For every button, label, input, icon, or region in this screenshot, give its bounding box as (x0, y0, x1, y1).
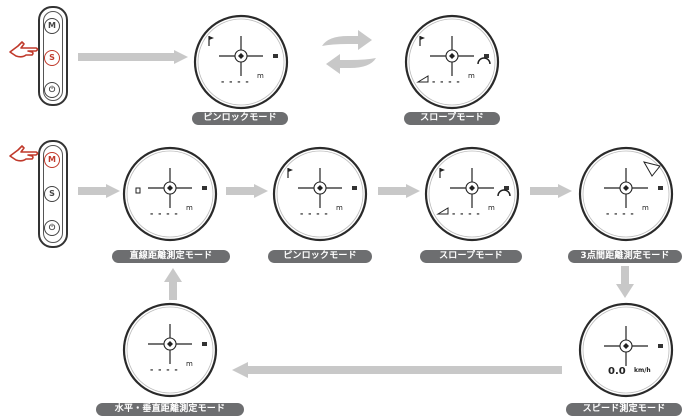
pointing-hand-icon (9, 41, 39, 58)
unit-m-text: m (186, 204, 193, 212)
scope-line-distance: - - - -m (122, 146, 218, 242)
three-point-icon (642, 161, 661, 177)
distance-dashes-text: - - - - (300, 209, 329, 218)
label-speed: スピード測定モード (566, 403, 682, 416)
slope-icon (416, 75, 429, 83)
speed-unit-text: km/h (634, 367, 651, 374)
flag-icon (419, 36, 425, 46)
pointing-hand-icon (9, 145, 39, 162)
battery-icon (658, 186, 663, 190)
distance-dashes-text: - - - - (150, 209, 179, 218)
unit-m-text: m (336, 204, 343, 212)
s-button[interactable]: S (44, 186, 60, 202)
distance-dashes-text: - - - - (221, 77, 250, 86)
m-button[interactable]: M (44, 18, 60, 34)
scope-horizontal-vertical: - - - -m (122, 302, 218, 398)
power-button[interactable]: ⏻ (44, 82, 60, 98)
crosshair-icon (430, 36, 474, 76)
distance-dashes-text: - - - - (606, 209, 635, 218)
unit-m-text: m (488, 204, 495, 212)
crosshair-icon (450, 168, 494, 208)
label-slope-top: スロープモード (404, 112, 500, 125)
flow-arrow-right (530, 184, 572, 198)
speed-value-text: 0.0 (608, 366, 626, 377)
scope-slope-top: - - - -m (404, 14, 500, 110)
label-three-point: 3点間距離測定モード (568, 250, 682, 263)
battery-icon (202, 342, 207, 346)
label-slope: スロープモード (420, 250, 522, 263)
scope-speed: 0.0 km/h (578, 302, 674, 398)
flow-arrow-right (226, 184, 268, 198)
label-horizontal-vertical: 水平・垂直距離測定モード (96, 403, 244, 416)
rangefinder-device-top: M S ⏻ (38, 6, 68, 106)
battery-icon (504, 186, 509, 190)
crosshair-icon (148, 324, 192, 364)
m-button[interactable]: M (44, 152, 60, 168)
crosshair-icon (604, 168, 648, 208)
incline-gauge-icon (477, 57, 491, 65)
flag-icon (439, 168, 445, 178)
battery-icon (658, 344, 663, 348)
flag-icon (287, 168, 293, 178)
toggle-arrows-icon (322, 30, 376, 74)
line-mode-icon (135, 187, 141, 194)
label-pin-lock-top: ピンロックモード (192, 112, 288, 125)
device-inner-frame (43, 11, 63, 101)
unit-m-text: m (257, 72, 264, 80)
unit-m-text: m (468, 72, 475, 80)
flow-arrow-up (164, 268, 182, 300)
scope-three-point: - - - -m (578, 146, 674, 242)
distance-dashes-text: - - - - (452, 209, 481, 218)
flow-arrow-right (78, 184, 120, 198)
battery-icon (273, 54, 278, 58)
label-pin-lock: ピンロックモード (268, 250, 372, 263)
flow-arrow-right (378, 184, 420, 198)
slope-icon (436, 207, 449, 215)
scope-pin-lock: - - - -m (272, 146, 368, 242)
device-inner-frame (43, 145, 63, 243)
crosshair-icon (219, 36, 263, 76)
flow-arrow-right (78, 50, 188, 64)
label-line-distance: 直線距離測定モード (112, 250, 230, 263)
crosshair-icon (604, 326, 648, 366)
battery-icon (352, 186, 357, 190)
scope-slope: - - - -m (424, 146, 520, 242)
distance-dashes-text: - - - - (432, 77, 461, 86)
scope-pin-lock-top: - - - -m (193, 14, 289, 110)
battery-icon (202, 186, 207, 190)
battery-icon (484, 54, 489, 58)
distance-dashes-text: - - - - (150, 365, 179, 374)
flow-arrow-left (232, 362, 562, 378)
unit-m-text: m (186, 360, 193, 368)
flow-arrow-down (616, 266, 634, 298)
incline-gauge-icon (497, 189, 511, 197)
crosshair-icon (148, 168, 192, 208)
unit-m-text: m (642, 204, 649, 212)
power-button[interactable]: ⏻ (44, 220, 60, 236)
s-button[interactable]: S (44, 50, 60, 66)
rangefinder-device-bottom: M S ⏻ (38, 140, 68, 248)
flag-icon (208, 36, 214, 46)
crosshair-icon (298, 168, 342, 208)
